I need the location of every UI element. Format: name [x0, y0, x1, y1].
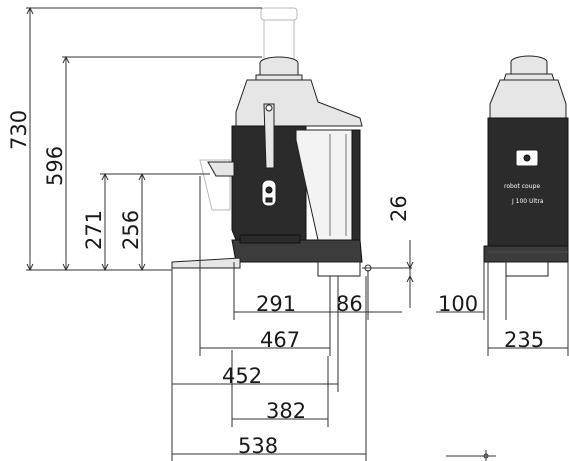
front-body	[487, 117, 569, 247]
dim-100: 100	[438, 292, 478, 316]
dim-538: 538	[238, 434, 278, 458]
dimension-labels: 730 596 271 256 26 291 86 467 452 382 53…	[7, 110, 544, 458]
pusher	[255, 56, 303, 81]
front-model-label: J 100 Ultra	[511, 198, 544, 205]
dim-467: 467	[260, 328, 300, 352]
front-brand-label: robot coupe	[504, 183, 540, 190]
side-view	[171, 7, 363, 277]
dimension-lines	[26, 6, 569, 461]
lever-pivot	[265, 104, 273, 112]
lid	[235, 79, 363, 127]
drip-tray	[171, 257, 241, 269]
dim-26: 26	[387, 195, 411, 222]
dim-271: 271	[82, 210, 106, 250]
base	[231, 239, 363, 263]
foot	[317, 261, 361, 277]
front-lid	[489, 79, 567, 119]
dim-382: 382	[266, 399, 306, 423]
dim-256: 256	[119, 210, 143, 250]
front-view: robot coupe J 100 Ultra	[483, 55, 569, 277]
dim-235: 235	[504, 328, 544, 352]
dim-291: 291	[256, 292, 296, 316]
dim-730: 730	[7, 110, 31, 150]
front-base	[483, 245, 569, 263]
dim-452: 452	[222, 364, 262, 388]
dim-596: 596	[43, 146, 67, 186]
juice-spout	[207, 161, 235, 177]
dim-86: 86	[336, 292, 363, 316]
lock-lever	[263, 103, 275, 169]
